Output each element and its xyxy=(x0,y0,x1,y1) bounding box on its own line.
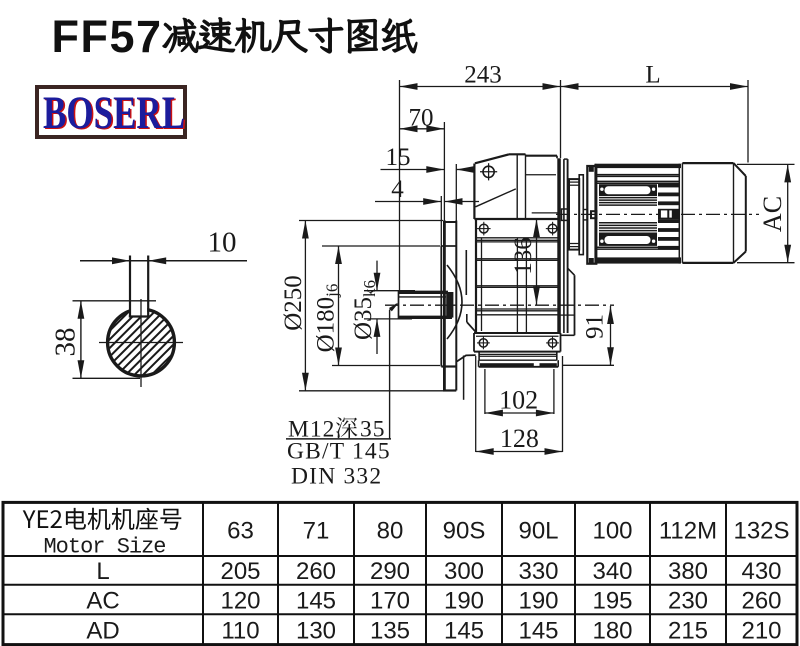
svg-text:63: 63 xyxy=(227,518,254,545)
svg-text:132S: 132S xyxy=(733,518,789,545)
svg-text:15: 15 xyxy=(386,144,411,171)
svg-text:190: 190 xyxy=(444,587,484,614)
svg-text:AD: AD xyxy=(86,618,119,645)
svg-text:L: L xyxy=(96,558,109,585)
svg-text:205: 205 xyxy=(220,558,260,585)
svg-text:120: 120 xyxy=(220,587,260,614)
svg-text:243: 243 xyxy=(464,62,502,89)
svg-text:215: 215 xyxy=(668,618,708,645)
svg-text:110: 110 xyxy=(221,618,259,645)
svg-text:71: 71 xyxy=(303,518,330,545)
svg-text:38: 38 xyxy=(50,328,82,357)
svg-text:M12: M12 xyxy=(288,416,335,442)
svg-text:10: 10 xyxy=(208,227,237,259)
svg-text:102: 102 xyxy=(499,386,538,415)
svg-text:145: 145 xyxy=(518,618,558,645)
svg-text:380: 380 xyxy=(668,558,708,585)
svg-text:112M: 112M xyxy=(659,518,717,545)
svg-text:GB/T 145: GB/T 145 xyxy=(287,439,391,465)
svg-text:Motor Size: Motor Size xyxy=(43,535,165,560)
svg-text:136: 136 xyxy=(510,237,537,275)
svg-text:290: 290 xyxy=(370,558,410,585)
svg-text:145: 145 xyxy=(296,587,336,614)
svg-text:260: 260 xyxy=(296,558,336,585)
svg-text:L: L xyxy=(645,62,660,89)
svg-text:340: 340 xyxy=(592,558,632,585)
svg-text:145: 145 xyxy=(444,618,484,645)
svg-text:130: 130 xyxy=(296,618,336,645)
svg-text:100: 100 xyxy=(592,518,632,545)
svg-text:128: 128 xyxy=(500,424,539,453)
svg-text:AC: AC xyxy=(86,587,119,614)
svg-text:195: 195 xyxy=(592,587,632,614)
svg-text:330: 330 xyxy=(518,558,558,585)
svg-text:90S: 90S xyxy=(443,518,486,545)
svg-text:80: 80 xyxy=(377,518,404,545)
svg-text:70: 70 xyxy=(409,105,434,132)
svg-text:DIN 332: DIN 332 xyxy=(291,464,382,490)
svg-text:300: 300 xyxy=(444,558,484,585)
svg-text:190: 190 xyxy=(518,587,558,614)
svg-text:35: 35 xyxy=(360,416,386,442)
svg-text:Ø250: Ø250 xyxy=(280,275,307,331)
svg-text:260: 260 xyxy=(741,587,781,614)
svg-text:170: 170 xyxy=(370,587,410,614)
svg-text:135: 135 xyxy=(370,618,410,645)
svg-text:4: 4 xyxy=(391,176,404,203)
svg-text:91: 91 xyxy=(582,314,609,339)
svg-text:230: 230 xyxy=(668,587,708,614)
svg-text:210: 210 xyxy=(741,618,781,645)
svg-text:90L: 90L xyxy=(518,518,558,545)
svg-text:180: 180 xyxy=(592,618,632,645)
svg-text:430: 430 xyxy=(741,558,781,585)
svg-text:AC: AC xyxy=(758,196,787,232)
